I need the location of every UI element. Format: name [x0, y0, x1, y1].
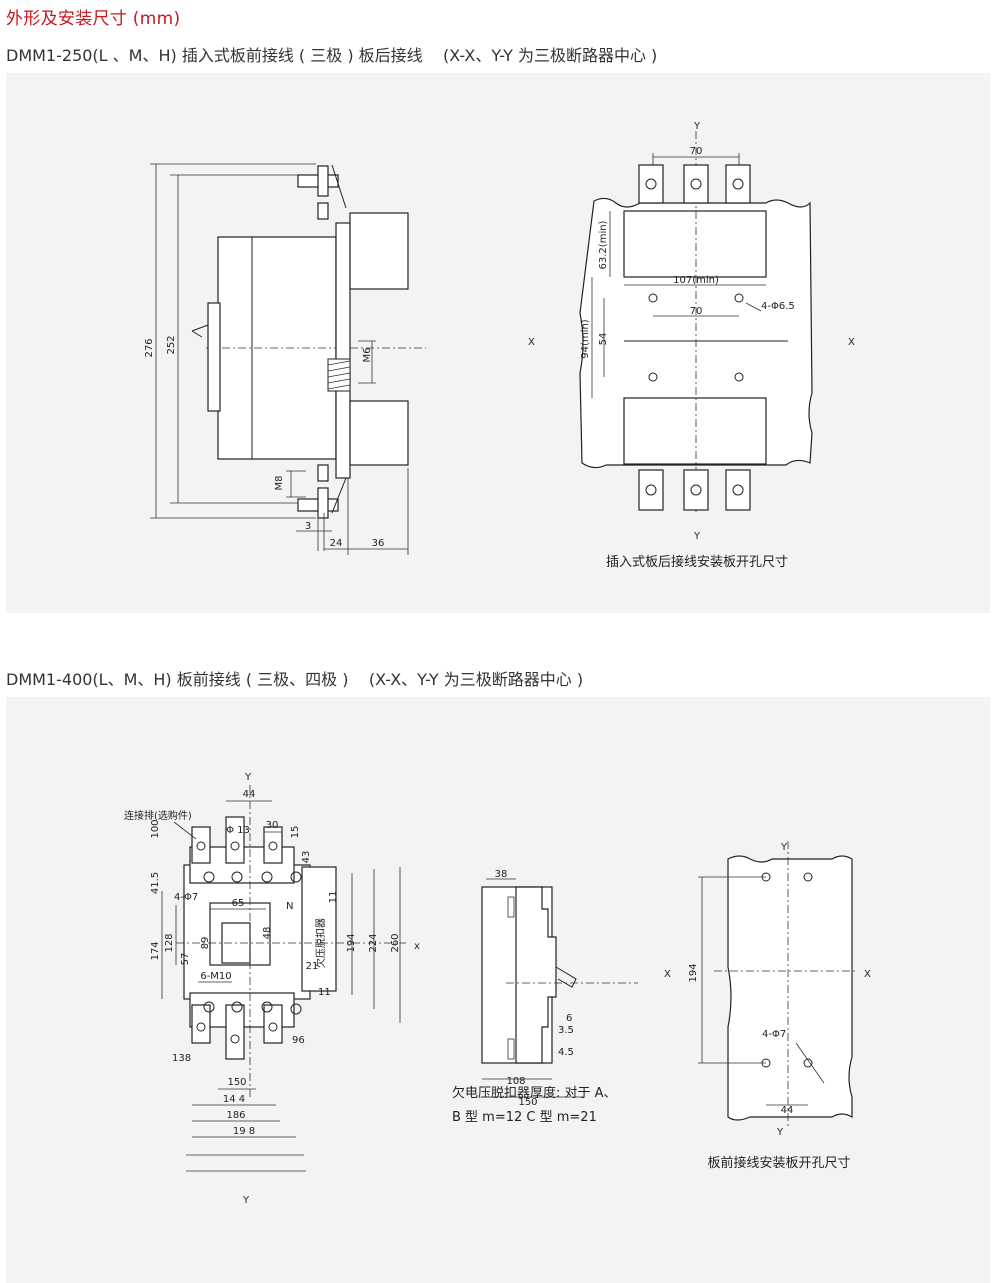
dim-144: 19 8	[233, 1126, 255, 1137]
label-4-holes-6-5: 4-Φ6.5	[761, 301, 795, 312]
dim-phi-13: Φ 13	[226, 825, 250, 836]
diagram-panel-1: 276 252 M6 M8 3 24 36	[6, 73, 990, 613]
axis-x-left: X	[528, 337, 535, 348]
dim-43-left: 57	[180, 953, 191, 966]
label-6-m10: 96	[292, 1035, 305, 1046]
note-undervoltage-thickness-1: 欠电压脱扣器厚度: 对于 A、	[452, 1085, 617, 1101]
breaker-front-view: 44 Y Φ 13 30 15 100 43 41.5 连接排(选购件) 4-Φ…	[124, 772, 420, 1206]
dim-54: 54	[598, 333, 609, 346]
dim-63-2-min: 63.2(min)	[598, 220, 609, 269]
breaker-400-side-view: 38 6 3.5 4.5 108 150 欠电压脱扣器厚度: 对于 A、 B 型…	[452, 869, 638, 1125]
dim-100: 100	[150, 819, 161, 838]
axis-y-top-fig3: Y	[244, 772, 252, 783]
dim-276: 276	[144, 338, 155, 357]
axis-x-right-fig5: X	[864, 969, 871, 980]
axis-y-bottom-fig3: Y	[242, 1195, 250, 1206]
dim-36: 36	[372, 538, 385, 549]
axis-x-fig3: x	[414, 941, 420, 952]
axis-y-bottom: Y	[693, 531, 701, 542]
dim-260: 260	[390, 933, 401, 952]
dim-21: 11	[318, 987, 331, 998]
dim-174: 174	[150, 941, 161, 960]
dim-194-cutout: 194	[688, 963, 699, 982]
dim-3: 21	[306, 961, 319, 972]
label-undervoltage-release: 欠压脱扣器	[314, 918, 327, 968]
dim-44-cutout: 44	[781, 1105, 794, 1116]
dim-94-min: 94(min)	[580, 319, 591, 358]
dim-11-bottom: 138	[172, 1053, 191, 1064]
rear-panel-cutout: 70 63.2(min) 107(min) 4-Φ6.5 70 94(min) …	[528, 121, 855, 570]
caption-front-cutout: 板前接线安装板开孔尺寸	[707, 1155, 850, 1171]
dim-194: 194	[346, 933, 357, 952]
axis-x-right: X	[848, 337, 855, 348]
diagram-panel-2: 44 Y Φ 13 30 15 100 43 41.5 连接排(选购件) 4-Φ…	[6, 697, 990, 1283]
label-n-pole: N	[286, 901, 293, 912]
dim-65: 65	[232, 898, 245, 909]
axis-x-left-fig5: X	[664, 969, 671, 980]
page-title: 外形及安装尺寸 (mm)	[6, 9, 181, 29]
dim-224: 224	[368, 933, 379, 952]
dim-138: 14 4	[223, 1094, 245, 1105]
dim-89: 89	[200, 937, 211, 950]
axis-y-top: Y	[693, 121, 701, 132]
dim-128: 128	[164, 933, 175, 952]
dim-11-top: 11	[328, 891, 339, 904]
axis-y-top-fig5: Y	[780, 842, 788, 853]
dim-48: 48	[262, 927, 273, 940]
section-2-heading: DMM1-400(L、M、H) 板前接线 ( 三极、四极 ) (X-X、Y-Y …	[6, 670, 584, 689]
section-1-heading: DMM1-250(L 、M、H) 插入式板前接线 ( 三极 ) 板后接线 (X-…	[6, 46, 658, 65]
dim-96: 150	[227, 1077, 246, 1088]
dim-252: 252	[166, 335, 177, 354]
front-panel-cutout: 194 4-Φ7 44 Y Y X X 板前接线安装板开孔尺寸	[664, 841, 871, 1171]
dim-107-min: 107(min)	[673, 275, 719, 286]
dim-3-5: 3.5	[558, 1025, 574, 1036]
breaker-side-view: 276 252 M6 M8 3 24 36	[144, 163, 426, 555]
dim-m8: M8	[274, 476, 285, 491]
dim-43-right: 43	[301, 851, 312, 864]
caption-rear-cutout: 插入式板后接线安装板开孔尺寸	[606, 554, 788, 570]
dim-44: 44	[243, 789, 256, 800]
label-4-holes-7: 4-Φ7	[174, 892, 198, 903]
dim-24: 24	[330, 538, 343, 549]
label-connection-bar-optional: 连接排(选购件)	[124, 809, 192, 822]
axis-y-bottom-fig5: Y	[776, 1127, 784, 1138]
panel-2-drawing: 44 Y Φ 13 30 15 100 43 41.5 连接排(选购件) 4-Φ…	[124, 772, 871, 1206]
panel-1-drawing: 276 252 M6 M8 3 24 36	[144, 121, 855, 570]
note-undervoltage-thickness-2: B 型 m=12 C 型 m=21	[452, 1110, 597, 1125]
dim-108: 108	[506, 1076, 525, 1087]
dim-15: 15	[290, 826, 301, 839]
dim-3: 3	[305, 521, 311, 532]
dim-57: 6-M10	[200, 971, 231, 982]
dim-38: 38	[495, 869, 508, 880]
dim-30: 30	[266, 820, 279, 831]
dim-4-5: 4.5	[558, 1047, 574, 1058]
dim-41-5: 41.5	[150, 872, 161, 894]
dim-150: 186	[226, 1110, 245, 1121]
dim-70-top: 70	[690, 146, 703, 157]
dim-6: 6	[566, 1013, 572, 1024]
label-4-holes-7-cutout: 4-Φ7	[762, 1029, 786, 1040]
dim-m6: M6	[362, 348, 373, 363]
dim-70-mid: 70	[690, 306, 703, 317]
dim-150: 150	[518, 1097, 537, 1108]
